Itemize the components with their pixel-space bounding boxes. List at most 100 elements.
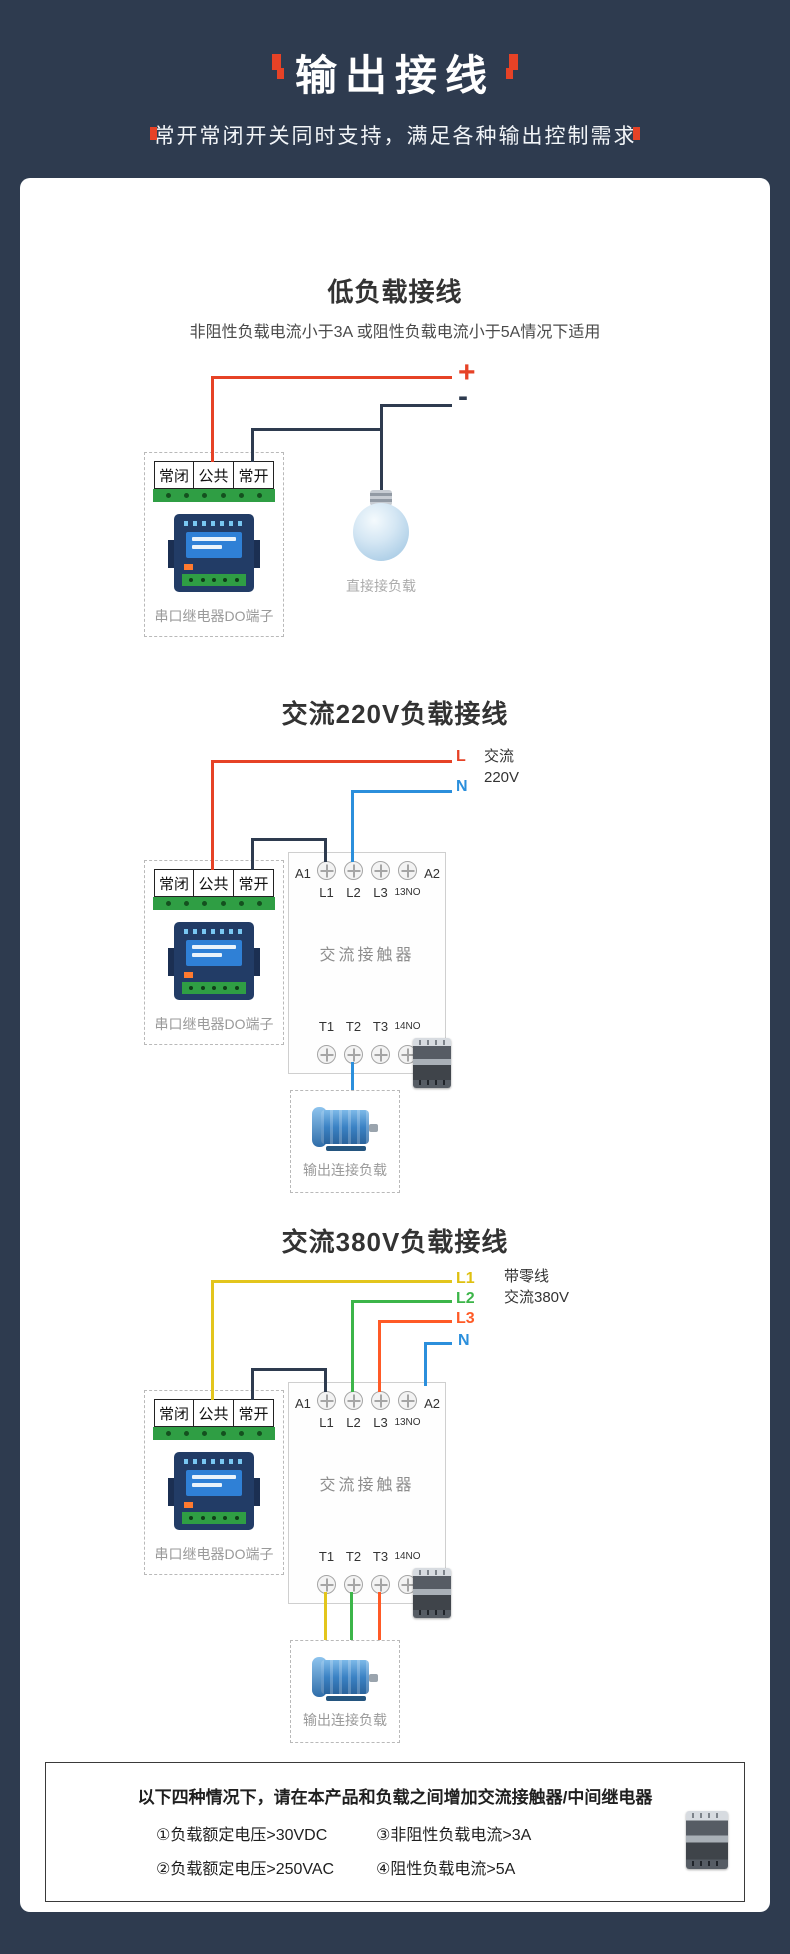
wire-l3-orange [378, 1320, 452, 1323]
relay-terminal-row: 常闭 公共 常开 [145, 869, 283, 897]
wire-n-blue [424, 1342, 452, 1345]
wire-no-to-a1 [251, 1368, 327, 1371]
relay-device-image [168, 922, 260, 1000]
screw-icon [398, 1391, 417, 1410]
relay-caption: 串口继电器DO端子 [154, 1546, 274, 1562]
wire-neutral-down [351, 790, 354, 862]
relay-do-block-2: 常闭 公共 常开 串口继电器DO端子 [144, 860, 284, 1045]
contactor-a2-label: A2 [424, 1396, 440, 1411]
minus-label: - [458, 380, 468, 413]
notice-title: 以下四种情况下，请在本产品和负载之间增加交流接触器/中间继电器 [137, 1788, 653, 1807]
wire-neutral-n [351, 790, 452, 793]
terminal-no: 常开 [234, 461, 274, 489]
wire-minus-to-bulb [380, 404, 383, 492]
section-low-load-caption: 非阻性负载电流小于3A 或阻性负载电流小于5A情况下适用 [189, 324, 601, 341]
contactor-photo [686, 1811, 728, 1869]
terminal-pin-strip [153, 1427, 275, 1440]
relay-caption: 串口继电器DO端子 [154, 1016, 274, 1032]
label-l1: L1 [456, 1270, 475, 1287]
contactor-bottom-screws [289, 1575, 445, 1594]
contactor-top-screws [289, 1391, 445, 1410]
wire-minus [380, 404, 452, 407]
contactor-photo [413, 1038, 451, 1088]
section-380v-title: 交流380V负载接线 [281, 1227, 509, 1257]
notice-item-3: ③非阻性负载电流>3A [376, 1827, 532, 1844]
relay-device-image [168, 514, 260, 592]
contactor-name: 交流接触器 [319, 1477, 415, 1494]
section-220v-title: 交流220V负载接线 [281, 699, 509, 729]
relay-do-block-3: 常闭 公共 常开 串口继电器DO端子 [144, 1390, 284, 1575]
section-low-load-title: 低负载接线 [327, 277, 463, 307]
relay-do-block-1: 常闭 公共 常开 串口继电器DO端子 [144, 452, 284, 637]
wire-t2-to-motor [351, 1062, 354, 1090]
page-subtitle: 常开常闭开关同时支持，满足各种输出控制需求 [153, 125, 637, 148]
wire-l2-down [351, 1300, 354, 1392]
load-caption: 输出连接负载 [303, 1712, 387, 1728]
subtitle-accent-right [633, 127, 640, 140]
motor-image [312, 1655, 378, 1701]
relay-terminal-row: 常闭 公共 常开 [145, 1399, 283, 1427]
terminal-nc: 常闭 [154, 461, 194, 489]
screw-icon [371, 1391, 390, 1410]
wire-plus [211, 376, 452, 379]
terminal-com: 公共 [194, 1399, 234, 1427]
screw-icon [317, 1045, 336, 1064]
wire-plus-to-com [211, 376, 214, 462]
label-l: L [456, 748, 466, 765]
wire-t2-to-motor [350, 1592, 353, 1640]
page-title: 输出接线 [294, 52, 495, 99]
relay-device-image [168, 1452, 260, 1530]
bulb-globe [353, 503, 409, 561]
bulb-caption: 直接接负载 [346, 578, 416, 594]
screw-icon [317, 861, 336, 880]
wire-no-branch [251, 428, 383, 431]
terminal-nc: 常闭 [154, 1399, 194, 1427]
contactor-photo [413, 1568, 451, 1618]
wire-no-up [251, 838, 254, 870]
subtitle-accent-left [150, 127, 157, 140]
wire-live-l [211, 760, 452, 763]
wire-t3-to-motor [378, 1592, 381, 1640]
terminal-com: 公共 [194, 869, 234, 897]
wire-l1-yellow [211, 1280, 452, 1283]
notice-box: 以下四种情况下，请在本产品和负载之间增加交流接触器/中间继电器 ①负载额定电压>… [45, 1762, 745, 1902]
terminal-no: 常开 [234, 869, 274, 897]
terminal-pin-strip [153, 897, 275, 910]
screw-icon [344, 1391, 363, 1410]
relay-caption: 串口继电器DO端子 [154, 608, 274, 624]
screw-icon [371, 861, 390, 880]
title-accent-right [506, 54, 518, 80]
wire-no-up [251, 1368, 254, 1400]
load-box-220: 输出连接负载 [290, 1090, 400, 1193]
wire-t1-to-motor [324, 1592, 327, 1640]
wire-a1-down [324, 838, 327, 862]
contactor-a1-label: A1 [295, 1396, 311, 1411]
terminal-no: 常开 [234, 1399, 274, 1427]
wire-no-to-a1 [251, 838, 327, 841]
label-n: N [458, 1332, 470, 1349]
screw-icon [344, 861, 363, 880]
wire-a1-down [324, 1368, 327, 1392]
supply-380-text: 带零线 交流380V [504, 1268, 570, 1306]
contactor-top-screws [289, 861, 445, 880]
plus-label: + [458, 356, 476, 389]
contactor-bottom-screws [289, 1045, 445, 1064]
load-box-380: 输出连接负载 [290, 1640, 400, 1743]
screw-icon [398, 861, 417, 880]
notice-item-2: ②负载额定电压>250VAC [156, 1861, 335, 1878]
wire-l2-green [351, 1300, 452, 1303]
wire-n-down [424, 1342, 427, 1386]
label-l3: L3 [456, 1310, 475, 1327]
screw-icon [317, 1391, 336, 1410]
label-l2: L2 [456, 1290, 475, 1307]
screw-icon [371, 1045, 390, 1064]
title-accent-left [272, 54, 284, 80]
light-bulb-image [353, 490, 409, 561]
contactor-name: 交流接触器 [319, 947, 415, 964]
